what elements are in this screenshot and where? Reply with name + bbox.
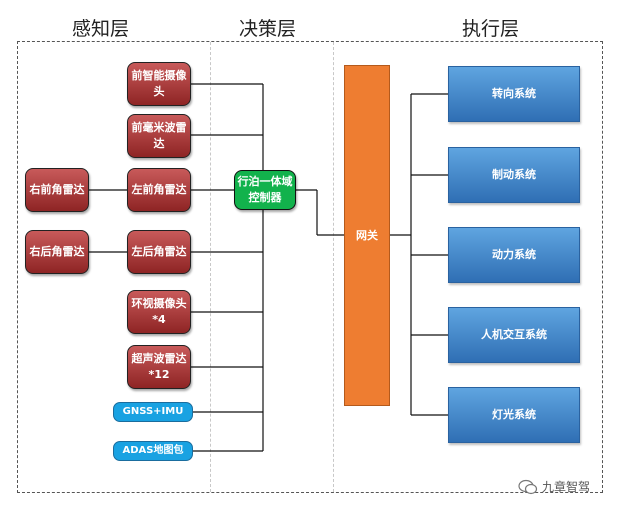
perception-layer-title: 感知层 xyxy=(72,18,130,40)
execution-layer-title: 执行层 xyxy=(462,18,520,40)
right-rear-radar-node: 右后角雷达 xyxy=(25,230,89,274)
left-rear-radar-node: 左后角雷达 xyxy=(127,230,191,274)
left-front-radar-node: 左前角雷达 xyxy=(127,168,191,212)
layer-separator xyxy=(333,42,334,492)
front-camera-node: 前智能摄像头 xyxy=(127,62,191,106)
hmi-system-node: 人机交互系统 xyxy=(448,307,580,363)
front-mmwave-radar-node: 前毫米波雷达 xyxy=(127,114,191,158)
lighting-system-node: 灯光系统 xyxy=(448,387,580,443)
ultrasonic-radar-node: 超声波雷达*12 xyxy=(127,345,191,389)
gnss-imu-node: GNSS+IMU xyxy=(113,402,193,422)
steering-system-node: 转向系统 xyxy=(448,66,580,122)
right-front-radar-node: 右前角雷达 xyxy=(25,168,89,212)
layer-separator xyxy=(210,42,211,492)
wechat-icon xyxy=(518,479,538,494)
watermark: 九章智驾 xyxy=(518,478,590,495)
watermark-text: 九章智驾 xyxy=(542,480,591,494)
domain-controller-node: 行泊一体域控制器 xyxy=(234,170,296,210)
adas-map-node: ADAS地图包 xyxy=(113,441,193,461)
gateway-node: 网关 xyxy=(344,65,390,406)
surround-camera-node: 环视摄像头*4 xyxy=(127,290,191,334)
powertrain-system-node: 动力系统 xyxy=(448,227,580,283)
decision-layer-title: 决策层 xyxy=(239,18,297,40)
braking-system-node: 制动系统 xyxy=(448,147,580,203)
outer-frame xyxy=(17,41,603,493)
